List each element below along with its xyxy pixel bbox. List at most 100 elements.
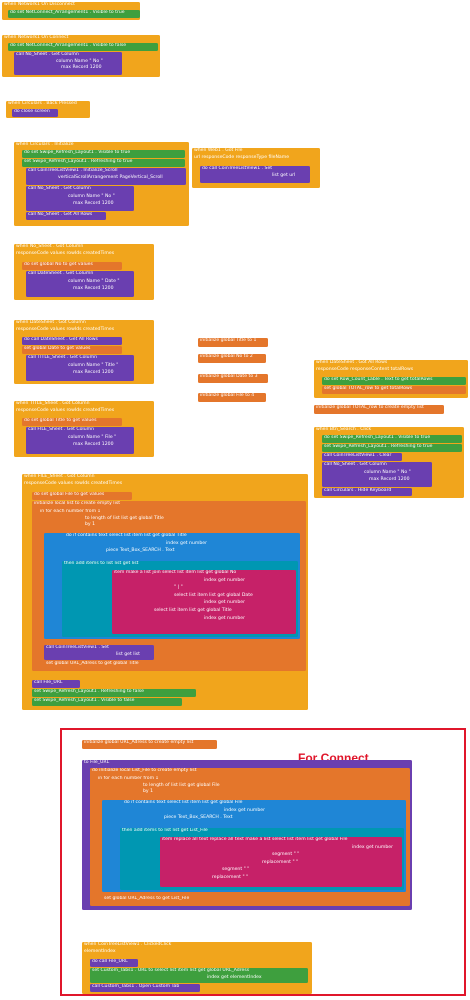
call-open-custom-tab-block[interactable]: call Custom_Tabs1 . Open Custom Tab xyxy=(90,984,200,992)
when-back-pressed-block[interactable]: when Circulars . Back Pressed do close s… xyxy=(6,101,90,118)
block-text: set global URL_Adress to get global Titl… xyxy=(46,661,139,666)
block-text: set Swipe_Refresh_Layout1 . Visible to f… xyxy=(34,698,135,703)
block-text: piece Text_Box_SEARCH . Text xyxy=(164,815,233,821)
initialize-local-block[interactable]: initialize local list to create empty li… xyxy=(32,501,306,671)
set-global-url-block[interactable]: set global URL_Adress to get global Titl… xyxy=(44,661,194,669)
set-visible-block[interactable]: do set Swipe_Refresh_Layout1 . Visible t… xyxy=(22,150,185,158)
when-date-sheet-got-column-block[interactable]: when DateSheet . Got Column responseCode… xyxy=(14,320,154,384)
block-text: max Record 1200 xyxy=(73,201,114,207)
set-refreshing-block[interactable]: set Swipe_Refresh_Layout1 . Refreshing t… xyxy=(322,444,462,452)
global-title-block[interactable]: initialize global Title to 1 xyxy=(198,338,268,347)
for-each-block[interactable]: in for each number from 1 to length of l… xyxy=(96,776,408,894)
block-text: index get elementIndex xyxy=(207,974,262,980)
block-text: do set global Title to get values xyxy=(24,418,97,423)
global-file-block[interactable]: initialize global File to 4 xyxy=(198,393,266,402)
block-text: initialize global File to 4 xyxy=(200,393,255,398)
block-text: initialize global No to 2 xyxy=(200,354,253,359)
set-refreshing-block[interactable]: set Swipe_Refresh_Layout1 . Refreshing t… xyxy=(22,159,185,167)
block-text: initialize global Title to 1 xyxy=(200,338,257,343)
set-global-block[interactable]: do set global No to get values xyxy=(22,262,122,270)
set-url-block[interactable]: set Custom_Tabs1 . URL to select list it… xyxy=(90,968,308,983)
event-params: responseCode responseContent totalRows xyxy=(316,366,414,372)
when-no-sheet-got-column-block[interactable]: when No_Sheet . Got Column responseCode … xyxy=(14,244,154,300)
block-text: list get list xyxy=(116,651,140,657)
block-text: in for each number from 1 xyxy=(98,776,159,781)
set-visible-block[interactable]: do set NetConnect_Arrangement1 . Visible… xyxy=(8,43,158,51)
procedure-file-url-block[interactable]: to File_URL do initialize local List_Fil… xyxy=(82,760,412,910)
event-header: when Circulars . Initialize xyxy=(16,142,74,147)
set-text-block[interactable]: do set Row_Count_Lable . Text to get tot… xyxy=(322,377,466,385)
block-text: call No_Sheet . Get Column xyxy=(324,462,387,467)
global-no-block[interactable]: initialize global No to 2 xyxy=(198,354,266,363)
block-text: call No_Sheet . Get All Rows xyxy=(28,212,93,217)
global-date-block[interactable]: initialize global Date to 3 xyxy=(198,374,268,383)
when-web-got-file-block[interactable]: when Web1 . Got File url responseCode re… xyxy=(192,148,320,188)
when-title-sheet-got-column-block[interactable]: when TITLE_Sheet . Got Column responseCo… xyxy=(14,401,154,457)
call-get-column-block[interactable]: call TITLE_Sheet . Get Column column Nam… xyxy=(26,355,134,381)
block-text: max Record 1200 xyxy=(369,477,410,483)
set-global-block[interactable]: do set global Title to get values xyxy=(22,418,122,426)
set-global-block[interactable]: set global TOTAL_row to get totalRows xyxy=(322,386,466,394)
call-hide-keyboard-block[interactable]: call Circulars . Hide Keyboard xyxy=(322,488,412,496)
when-btn-search-click-block[interactable]: when Btn_Search . Click do set Swipe_Ref… xyxy=(314,427,464,498)
add-items-block[interactable]: then add items to list list get list ite… xyxy=(62,561,298,637)
global-url-adress-block[interactable]: initialize global URL_Adress to create e… xyxy=(82,740,217,749)
call-get-column-block[interactable]: call No_Sheet . Get Column column Name "… xyxy=(14,52,122,75)
block-text: index get number xyxy=(166,540,207,546)
when-circulars-initialize-block[interactable]: when Circulars . Initialize do set Swipe… xyxy=(14,142,189,226)
call-get-all-rows-block[interactable]: call No_Sheet . Get All Rows xyxy=(26,212,106,220)
block-text: index get number xyxy=(204,600,245,606)
when-file-sheet-got-column-block[interactable]: when FILE_Sheet . Got Column responseCod… xyxy=(22,474,308,710)
when-network-disconnect-block[interactable]: when Network1 On Disconnect do set NetCo… xyxy=(2,2,140,20)
block-text: max Record 1200 xyxy=(73,370,114,376)
add-items-block[interactable]: then add items to list list get List_Fil… xyxy=(120,828,404,890)
block-text: then add items to list list get list xyxy=(64,561,139,566)
block-text: index get number xyxy=(204,577,245,583)
block-text: " | " xyxy=(174,585,183,591)
block-text: do if contains text select list item lis… xyxy=(66,533,187,538)
set-refreshing-block[interactable]: set Swipe_Refresh_Layout1 . Refreshing t… xyxy=(32,689,196,697)
global-total-row-block[interactable]: initialize global TOTAL_row to create em… xyxy=(314,405,444,414)
set-visible-block[interactable]: do set Swipe_Refresh_Layout1 . Visible t… xyxy=(322,435,462,443)
set-global-url-block[interactable]: set global URL_Adress to get List_File xyxy=(102,896,232,904)
set-global-block[interactable]: set global Date to get values xyxy=(22,346,122,354)
when-list-clicked-block[interactable]: when CoinTreeListView1 . ClickedClick el… xyxy=(82,942,312,994)
for-each-block[interactable]: in for each number from 1 to length of l… xyxy=(38,509,302,642)
if-block[interactable]: do if contains text select list item lis… xyxy=(44,533,300,639)
block-text: do set global File to get values xyxy=(34,492,105,497)
join-block[interactable]: item make a list join select list item l… xyxy=(112,570,296,634)
call-set-block[interactable]: do call CoinTreeListView1 . Set list get… xyxy=(200,166,310,183)
block-text: do call CoinTreeListView1 . Set xyxy=(202,166,273,171)
call-get-all-rows-block[interactable]: do call DateSheet . Get All Rows xyxy=(22,337,122,345)
block-text: initialize global URL_Adress to create e… xyxy=(84,740,194,745)
block-text: index get number xyxy=(224,807,265,813)
event-header: when DateSheet . Got All Rows xyxy=(316,360,388,365)
block-text: set Swipe_Refresh_Layout1 . Refreshing t… xyxy=(324,444,433,449)
call-set-block[interactable]: call CoinTreeListView1 . Set list get li… xyxy=(44,645,154,660)
if-block[interactable]: do if contains text select list item lis… xyxy=(102,800,406,892)
when-date-sheet-got-all-rows-block[interactable]: when DateSheet . Got All Rows responseCo… xyxy=(314,360,468,398)
call-file-url-block[interactable]: call File_URL xyxy=(32,680,80,688)
event-params: responseCode values rowIds createdTimes xyxy=(24,480,123,486)
block-text: piece Text_Box_SEARCH . Text xyxy=(106,548,175,554)
call-file-url-block[interactable]: do call File_URL xyxy=(90,959,138,967)
block-text: select list item list get global Title xyxy=(154,607,232,613)
close-screen-block[interactable]: do close screen xyxy=(12,109,58,117)
call-get-column-block[interactable]: call No_Sheet . Get Column column Name "… xyxy=(26,186,134,211)
block-text: call Custom_Tabs1 . Open Custom Tab xyxy=(92,984,180,989)
call-initialize-scroll-block[interactable]: call CoinTreeListView1 . Initialize_Scro… xyxy=(26,168,186,185)
call-get-column-block[interactable]: call No_Sheet . Get Column column Name "… xyxy=(322,462,432,487)
block-text: then add items to list list get List_Fil… xyxy=(122,828,208,833)
block-text: max Record 1200 xyxy=(61,65,102,71)
call-clear-block[interactable]: call CoinTreeListView1 . Clear xyxy=(322,453,402,461)
call-get-column-block[interactable]: call DateSheet . Get Column column Name … xyxy=(26,271,134,297)
set-visible-block[interactable]: set Swipe_Refresh_Layout1 . Visible to f… xyxy=(32,698,182,706)
initialize-local-block[interactable]: do initialize local List_File to create … xyxy=(90,768,410,906)
replace-all-block[interactable]: item replace all text replace all text m… xyxy=(160,837,402,887)
set-global-block[interactable]: do set global File to get values xyxy=(32,492,132,500)
when-network-connect-block[interactable]: when Network1 On Connect do set NetConne… xyxy=(2,35,160,77)
set-visible-block[interactable]: do set NetConnect_Arrangement1 . Visible… xyxy=(8,10,140,18)
event-header: when DateSheet . Got Column xyxy=(16,320,86,325)
block-text: do set Swipe_Refresh_Layout1 . Visible t… xyxy=(24,150,131,155)
call-get-column-block[interactable]: call FILE_Sheet . Get Column column Name… xyxy=(26,427,134,454)
